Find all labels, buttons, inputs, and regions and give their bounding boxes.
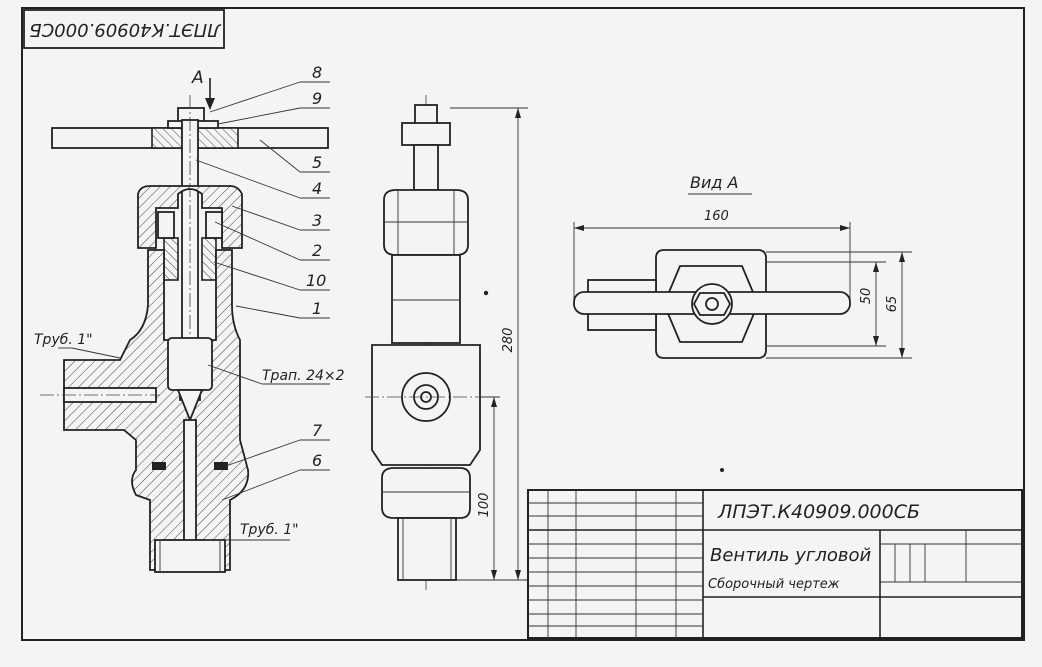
front-view: 280 100: [365, 95, 528, 590]
rotated-stamp: ЛПЭТ.К40909.000СБ: [23, 9, 225, 49]
callout-10: 10: [306, 271, 326, 290]
rotated-stamp-text: ЛПЭТ.К40909.000СБ: [29, 19, 221, 40]
label-pipe-top: Труб. 1": [34, 332, 93, 348]
title-name: Вентиль угловой: [710, 545, 871, 566]
dim-100: 100: [477, 493, 492, 518]
view-a-arrow-label: А: [191, 68, 204, 88]
callout-3: 3: [312, 211, 322, 230]
callout-4: 4: [312, 179, 322, 198]
label-pipe-bottom: Труб. 1": [240, 522, 299, 538]
sheet-frame: [21, 7, 1025, 641]
title-subtitle: Сборочный чертеж: [708, 577, 840, 592]
callout-7: 7: [312, 421, 323, 440]
title-code: ЛПЭТ.К40909.000СБ: [717, 501, 920, 523]
callout-2: 2: [312, 241, 322, 260]
view-a-title: Вид А: [690, 173, 738, 192]
title-block: ЛПЭТ.К40909.000СБ Вентиль угловой Сбороч…: [527, 489, 1023, 639]
callout-9: 9: [312, 89, 322, 108]
callout-5: 5: [312, 153, 322, 172]
callout-1: 1: [312, 299, 322, 318]
section-view: А: [34, 63, 345, 573]
view-a: Вид А 160 50 65: [573, 173, 912, 472]
dim-160: 160: [704, 209, 729, 224]
callout-8: 8: [312, 63, 322, 82]
dim-65: 65: [885, 296, 900, 313]
callout-6: 6: [312, 451, 322, 470]
dim-280: 280: [501, 328, 516, 353]
dim-50: 50: [859, 288, 874, 305]
label-thread: Трап. 24×2: [262, 368, 345, 384]
